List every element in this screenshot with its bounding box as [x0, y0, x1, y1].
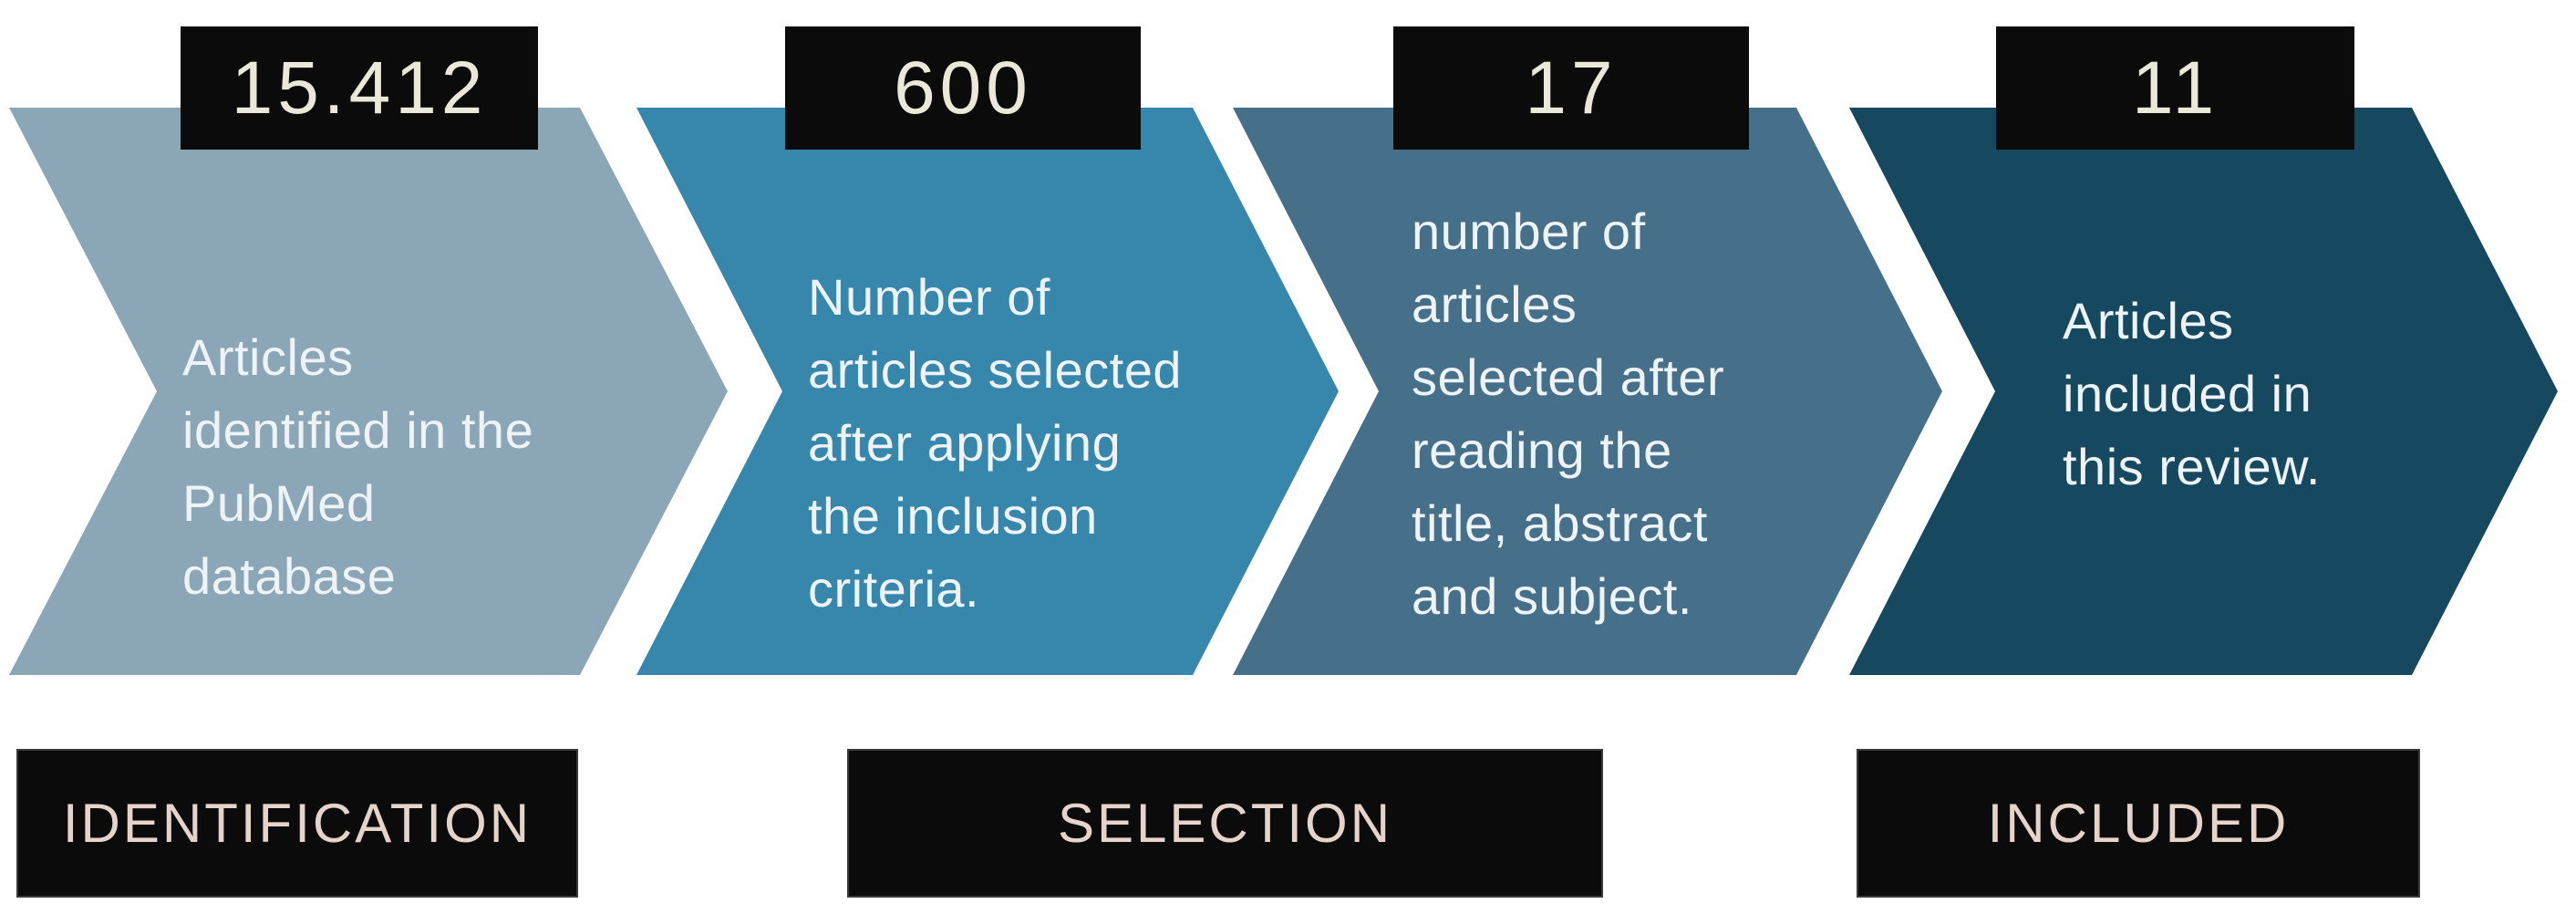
stage-1-count: 15.412: [231, 46, 488, 130]
stage-1-chevron-shape: [9, 108, 728, 675]
stage-3-count-badge: 17: [1393, 26, 1749, 150]
phase-label-identification-text: IDENTIFICATION: [62, 793, 533, 854]
stage-2-chevron-shape: [636, 108, 1339, 675]
phase-label-included: INCLUDED: [1857, 749, 2420, 898]
phase-label-included-text: INCLUDED: [1987, 793, 2290, 854]
stage-4-chevron-shape: [1849, 108, 2558, 675]
stage-4-count: 11: [2131, 46, 2219, 130]
phase-label-selection: SELECTION: [847, 749, 1603, 898]
phase-label-selection-text: SELECTION: [1057, 793, 1393, 854]
stage-4-count-badge: 11: [1996, 26, 2354, 150]
stage-3-count: 17: [1525, 46, 1618, 130]
stage-3-chevron-shape: [1233, 108, 1942, 675]
stage-2-count: 600: [894, 46, 1032, 130]
phase-label-identification: IDENTIFICATION: [16, 749, 578, 898]
stage-1-count-badge: 15.412: [181, 26, 538, 150]
stage-2-count-badge: 600: [785, 26, 1141, 150]
